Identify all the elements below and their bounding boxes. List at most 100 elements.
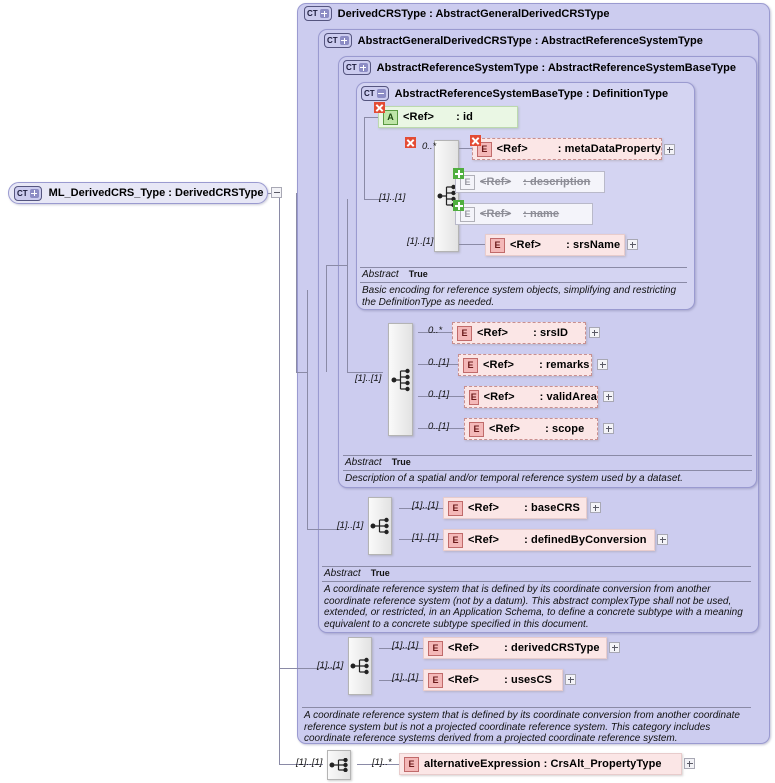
connector bbox=[459, 244, 487, 245]
node-ref: <Ref> bbox=[468, 502, 500, 514]
connector bbox=[307, 290, 308, 530]
complextype-chip: CT bbox=[304, 6, 332, 21]
connector bbox=[379, 648, 423, 649]
node-scope[interactable]: E <Ref> : scope bbox=[464, 418, 598, 440]
sequence-icon bbox=[329, 758, 348, 772]
connector bbox=[364, 117, 378, 118]
element-badge: E bbox=[457, 325, 472, 341]
occurrence-scope: 0..[1] bbox=[428, 421, 450, 432]
connector bbox=[296, 372, 308, 373]
node-ref: <Ref> bbox=[483, 391, 515, 403]
element-badge: E bbox=[463, 357, 478, 373]
doc-generalderived: Abstract True A coordinate reference sys… bbox=[322, 566, 751, 630]
connector bbox=[379, 680, 423, 681]
sequence-generalderived[interactable] bbox=[368, 497, 392, 555]
node-name[interactable]: E <Ref> : name bbox=[455, 203, 593, 225]
expand-metadataproperty[interactable] bbox=[664, 144, 675, 155]
node-definedbyconversion[interactable]: E <Ref> : definedByConversion bbox=[443, 529, 655, 551]
doc-refsys: Abstract True Description of a spatial a… bbox=[343, 455, 752, 485]
node-label: alternativeExpression : CrsAlt_PropertyT… bbox=[424, 758, 662, 770]
sequence-root[interactable] bbox=[327, 750, 351, 780]
expand-scope[interactable] bbox=[603, 423, 614, 434]
element-badge: E bbox=[460, 206, 475, 222]
expand-srsname[interactable] bbox=[627, 239, 638, 250]
node-label: : derivedCRSType bbox=[504, 642, 600, 654]
node-label: : scope bbox=[545, 423, 585, 435]
connector bbox=[326, 265, 348, 266]
sequence-base[interactable] bbox=[434, 140, 459, 252]
node-label: : remarks bbox=[539, 359, 590, 371]
expand-validarea[interactable] bbox=[603, 391, 614, 402]
expand-usescs[interactable] bbox=[565, 674, 576, 685]
root-collapse-button[interactable] bbox=[271, 187, 282, 198]
container-header-derivedcrstype[interactable]: CT DerivedCRSType : AbstractGeneralDeriv… bbox=[304, 6, 610, 21]
doc-base: Abstract True Basic encoding for referen… bbox=[360, 267, 687, 308]
node-srsname[interactable]: E <Ref> : srsName bbox=[485, 234, 625, 256]
expand-srsid[interactable] bbox=[589, 327, 600, 338]
node-label: : usesCS bbox=[504, 674, 552, 686]
node-metadataproperty[interactable]: E <Ref> : metaDataProperty bbox=[472, 138, 662, 160]
occurrence-refsys-sequence: [1]..[1] bbox=[355, 373, 382, 384]
sequence-icon bbox=[370, 517, 389, 535]
expand-alternativeexpression[interactable] bbox=[684, 758, 695, 769]
connector bbox=[279, 193, 280, 765]
node-ref: <Ref> bbox=[403, 111, 435, 123]
chip-label: CT bbox=[17, 188, 28, 198]
node-validarea[interactable]: E <Ref> : validArea bbox=[464, 386, 598, 408]
sequence-icon bbox=[350, 657, 369, 675]
abstract-value: True bbox=[408, 269, 428, 279]
node-description[interactable]: E <Ref> : description bbox=[455, 171, 605, 193]
complextype-chip: CT bbox=[324, 33, 352, 48]
abstract-label: Abstract bbox=[362, 269, 399, 280]
sequence-derivedcrs[interactable] bbox=[348, 637, 372, 695]
expand-derivedcrstype[interactable] bbox=[609, 642, 620, 653]
element-badge: E bbox=[404, 756, 419, 772]
container-header-abstractreferencesystemtype[interactable]: CT AbstractReferenceSystemType : Abstrac… bbox=[343, 60, 736, 75]
expand-basecrs[interactable] bbox=[590, 502, 601, 513]
sequence-refsys[interactable] bbox=[388, 323, 413, 436]
chip-label: CT bbox=[327, 36, 338, 45]
node-derivedcrstype[interactable]: E <Ref> : derivedCRSType bbox=[423, 637, 607, 659]
node-alternativeexpression[interactable]: E alternativeExpression : CrsAlt_Propert… bbox=[399, 753, 682, 775]
container-header-abstractreferencesystembasetype[interactable]: CT AbstractReferenceSystemBaseType : Def… bbox=[361, 86, 668, 101]
connector bbox=[296, 193, 297, 373]
connector bbox=[279, 668, 341, 669]
abstract-value: True bbox=[370, 568, 390, 578]
node-ref: <Ref> bbox=[510, 239, 542, 251]
doc-text: A coordinate reference system that is de… bbox=[324, 584, 743, 630]
occurrence-srsname: [1]..[1] bbox=[407, 236, 434, 247]
container-header-abstractgeneralderivedcrstype[interactable]: CT AbstractGeneralDerivedCRSType : Abstr… bbox=[324, 33, 703, 48]
expand-definedbyconversion[interactable] bbox=[657, 534, 668, 545]
connector bbox=[357, 764, 399, 765]
chip-label: CT bbox=[307, 9, 318, 18]
node-ref: <Ref> bbox=[480, 176, 512, 188]
node-basecrs[interactable]: E <Ref> : baseCRS bbox=[443, 497, 587, 519]
complextype-chip: CT bbox=[14, 185, 42, 201]
abstract-value: True bbox=[391, 457, 411, 467]
node-label: : metaDataProperty bbox=[557, 143, 661, 155]
node-remarks[interactable]: E <Ref> : remarks bbox=[458, 354, 592, 376]
node-srsid[interactable]: E <Ref> : srsID bbox=[452, 322, 586, 344]
connector bbox=[418, 364, 458, 365]
connector bbox=[347, 372, 383, 373]
root-node-ml-derivedcrs-type[interactable]: CT ML_DerivedCRS_Type : DerivedCRSType bbox=[8, 182, 268, 204]
node-label: : name bbox=[523, 208, 560, 220]
node-label: : id bbox=[456, 111, 473, 123]
connector bbox=[459, 148, 479, 149]
expand-remarks[interactable] bbox=[597, 359, 608, 370]
container-title: AbstractGeneralDerivedCRSType : Abstract… bbox=[357, 34, 703, 47]
connector bbox=[418, 332, 452, 333]
occurrence-validarea: 0..[1] bbox=[428, 389, 450, 400]
occurrence-derivedcrstype: [1]..[1] bbox=[392, 640, 419, 651]
node-id[interactable]: A <Ref> : id bbox=[378, 106, 518, 128]
connector bbox=[418, 396, 464, 397]
connector bbox=[418, 428, 464, 429]
node-ref: <Ref> bbox=[468, 534, 500, 546]
prohibited-icon bbox=[470, 135, 481, 146]
element-badge: E bbox=[428, 672, 443, 688]
node-usescs[interactable]: E <Ref> : usesCS bbox=[423, 669, 563, 691]
sequence-icon bbox=[391, 368, 410, 391]
node-ref: <Ref> bbox=[483, 359, 515, 371]
connector bbox=[347, 199, 348, 372]
chip-label: CT bbox=[346, 63, 357, 72]
